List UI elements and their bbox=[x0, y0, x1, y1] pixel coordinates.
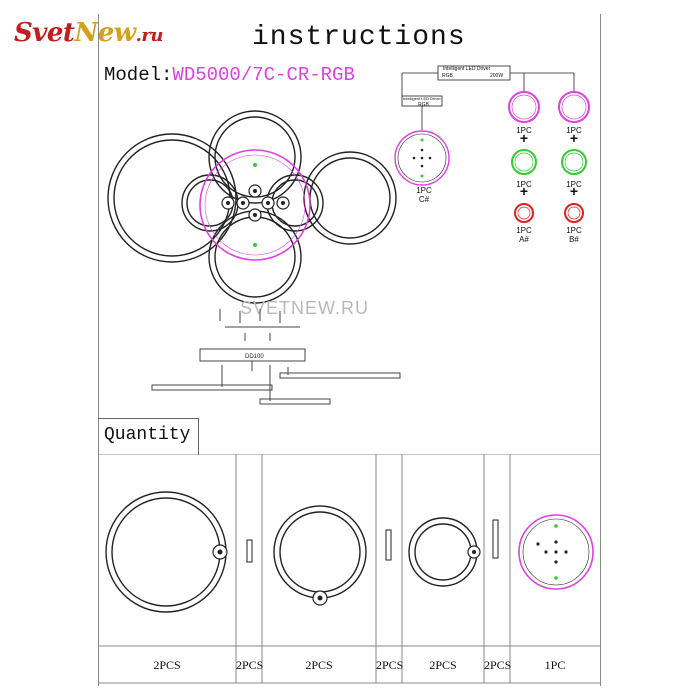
wiring-diagram bbox=[394, 65, 590, 223]
model-value: WD5000/7C-CR-RGB bbox=[172, 64, 355, 86]
qty-cell-4: 2PCS bbox=[376, 658, 404, 672]
chandelier-top-view bbox=[107, 110, 397, 304]
chandelier-side-view: DD100 bbox=[151, 309, 401, 405]
logo-part-3: .ru bbox=[135, 25, 164, 46]
driver-sub: RGB bbox=[442, 73, 453, 79]
a-name: A# bbox=[519, 235, 529, 244]
plate-label: DD100 bbox=[245, 354, 264, 360]
b-q2: 1PC bbox=[566, 180, 582, 189]
b-plus-2: + bbox=[569, 183, 579, 199]
logo-part-2: New bbox=[74, 18, 136, 48]
quantity-table bbox=[98, 454, 601, 684]
model-line: Model:WD5000/7C-CR-RGB bbox=[104, 64, 355, 86]
logo-part-1: Svet bbox=[14, 18, 75, 48]
qty-cell-3: 2PCS bbox=[305, 658, 333, 672]
driver-label: Intelligent LED Driver bbox=[443, 66, 491, 72]
b-q1: 1PC bbox=[566, 126, 582, 135]
qty-cell-6: 2PCS bbox=[484, 658, 512, 672]
frame-right bbox=[600, 14, 601, 686]
quantity-label: Quantity bbox=[104, 425, 191, 445]
a-plus-2: + bbox=[519, 183, 529, 199]
qty-cell-5: 2PCS bbox=[429, 658, 457, 672]
a-q1: 1PC bbox=[516, 126, 532, 135]
frame-left bbox=[98, 14, 99, 686]
b-q3: 1PC bbox=[566, 226, 582, 235]
a-plus-1: + bbox=[519, 130, 529, 146]
a-q3: 1PC bbox=[516, 226, 532, 235]
c-quantity: 1PC bbox=[416, 186, 432, 195]
watermark: SVETNEW.RU bbox=[240, 298, 370, 318]
qty-cell-7: 1PC bbox=[544, 658, 566, 672]
qty-cell-2: 2PCS bbox=[236, 658, 264, 672]
model-label: Model: bbox=[104, 64, 173, 86]
quantity-label-box bbox=[98, 418, 199, 455]
page-title: instructions bbox=[252, 22, 466, 53]
b-name: B# bbox=[569, 235, 579, 244]
c-name: C# bbox=[418, 195, 430, 204]
controller-sub: RGB bbox=[418, 102, 429, 108]
controller-label: Intelligent LED Driver bbox=[403, 97, 441, 102]
b-plus-1: + bbox=[569, 130, 579, 146]
a-q2: 1PC bbox=[516, 180, 532, 189]
brand-logo: SvetNew.ru bbox=[14, 18, 163, 48]
qty-cell-1: 2PCS bbox=[153, 658, 181, 672]
driver-power: 200W bbox=[490, 73, 504, 79]
